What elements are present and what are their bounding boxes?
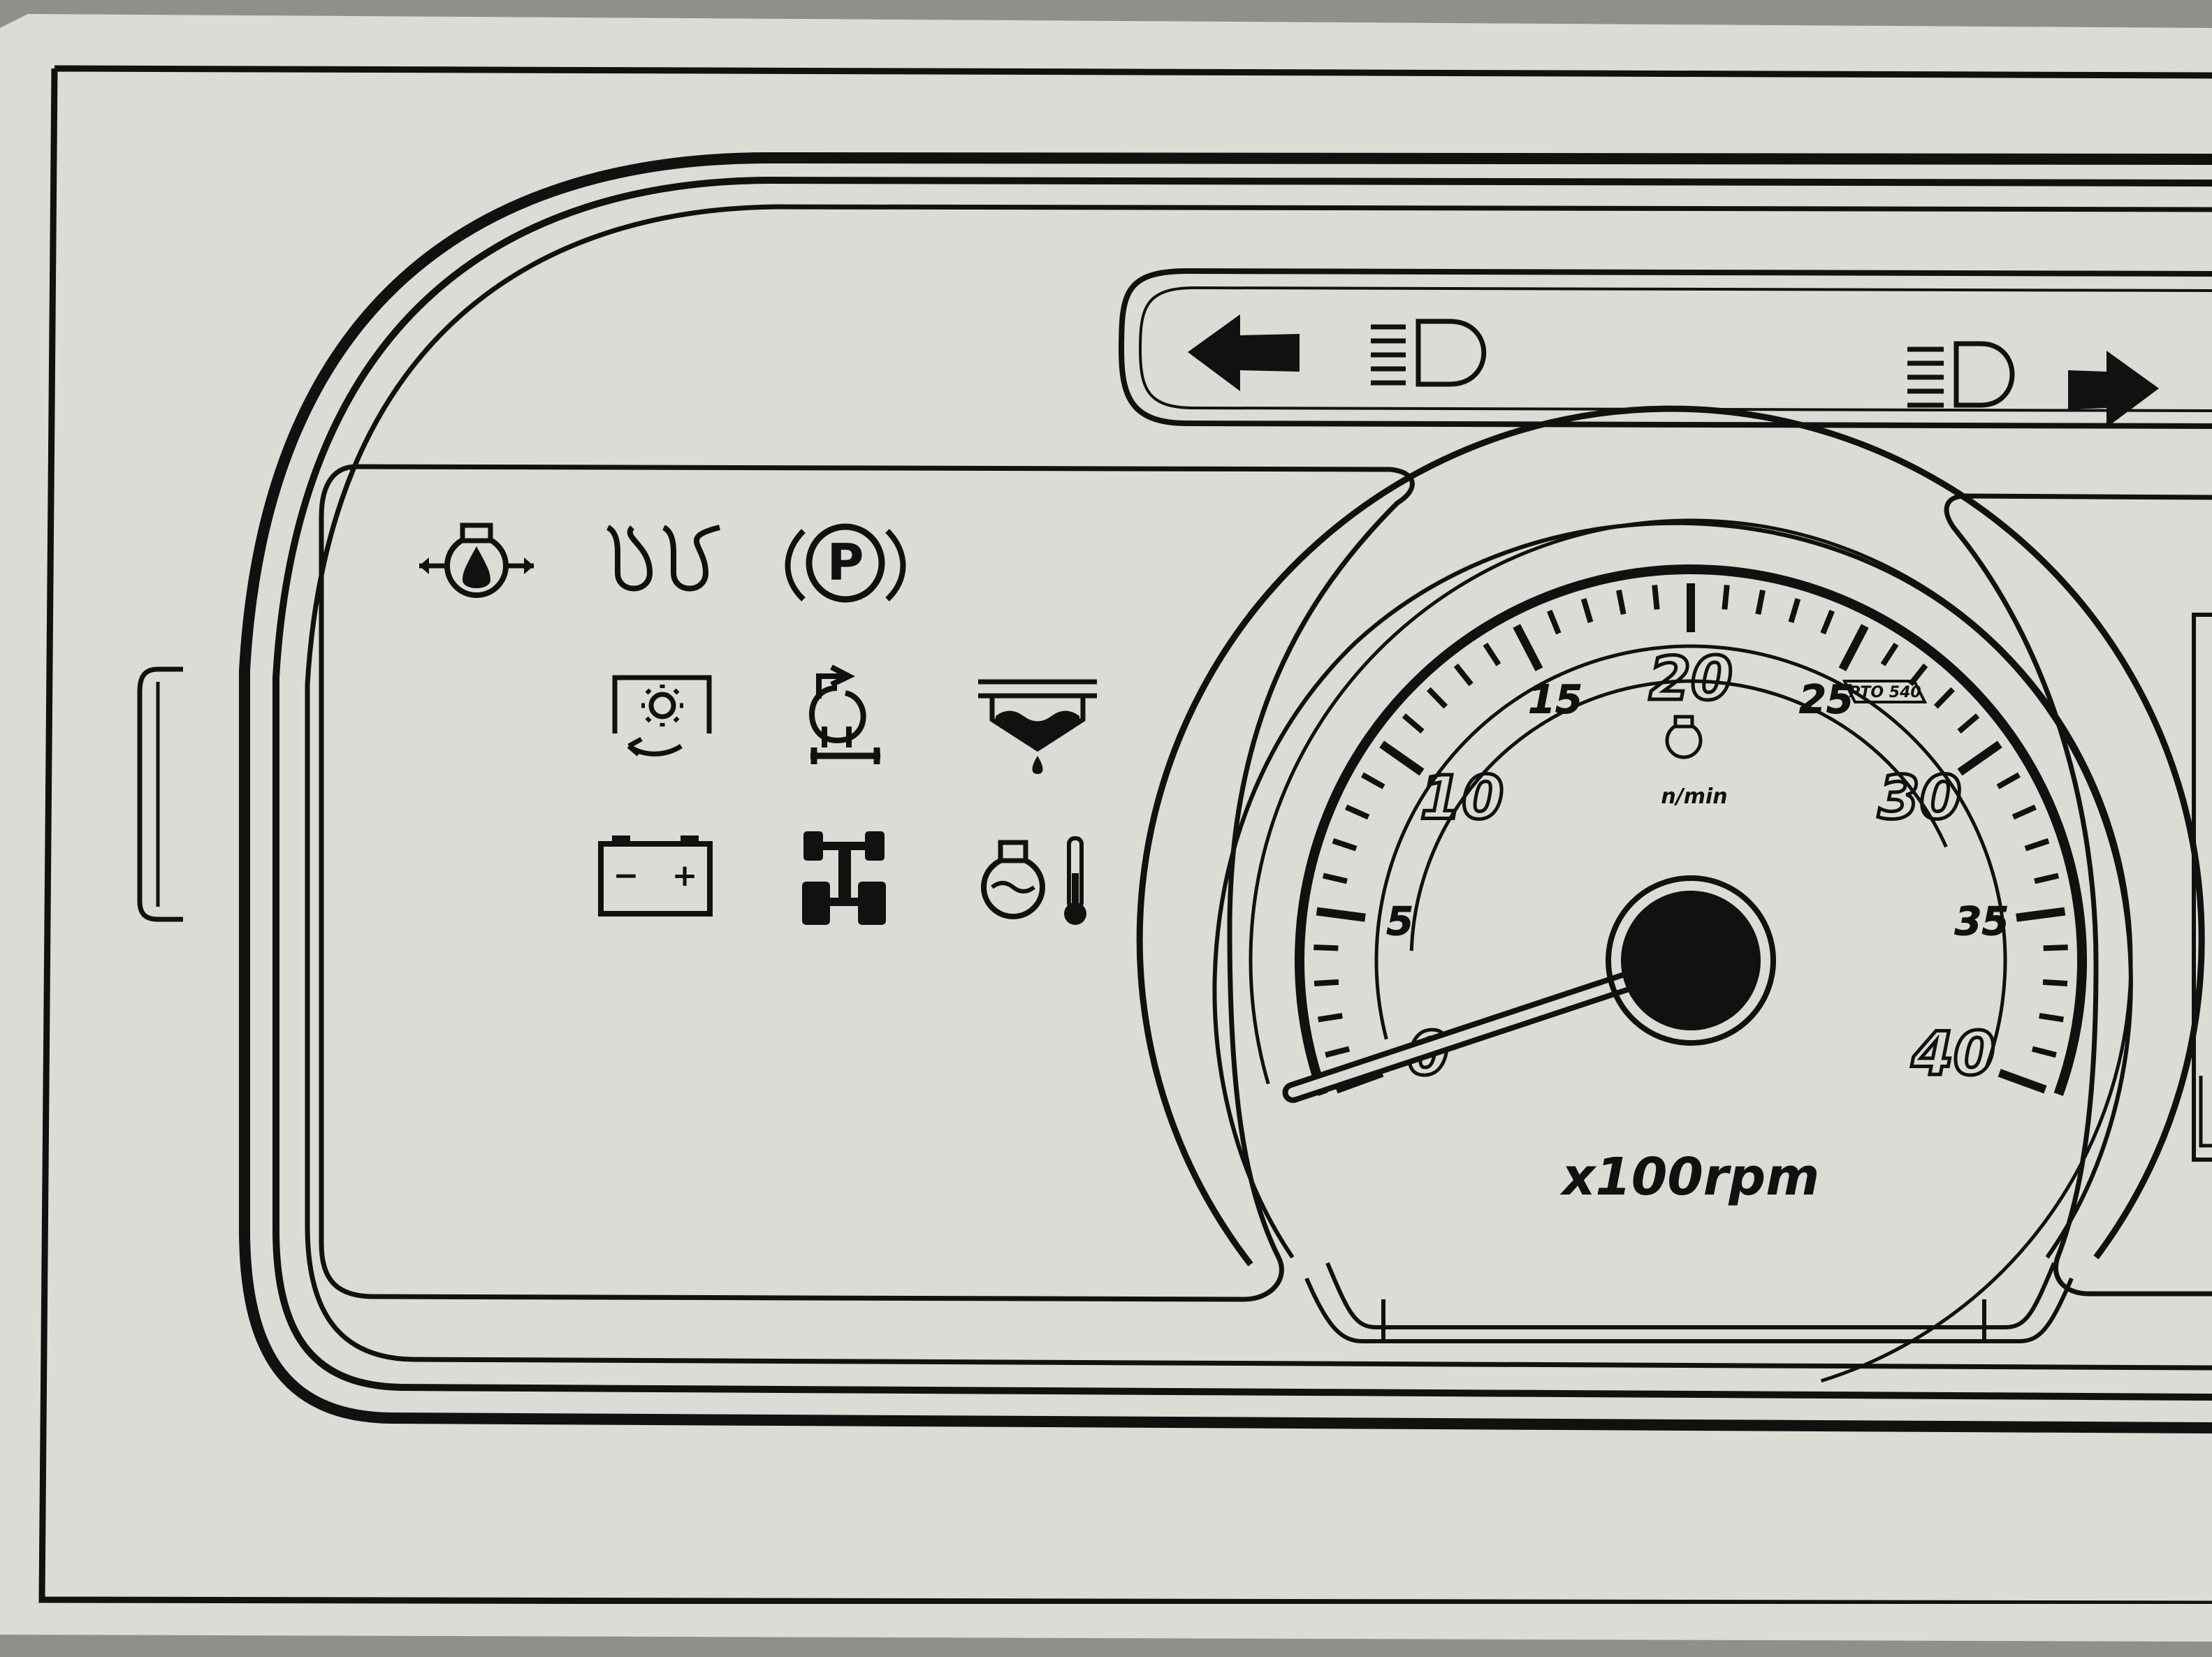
engine-oil-pressure-icon bbox=[419, 523, 534, 598]
scale-label-5: 5 bbox=[1386, 899, 1413, 944]
battery-plus: + bbox=[672, 858, 698, 893]
minor-tick bbox=[1402, 713, 1425, 734]
right-gauge-edge bbox=[2192, 613, 2212, 1162]
major-tick bbox=[1379, 740, 1425, 776]
battery-minus: − bbox=[613, 858, 639, 893]
engine-speed-icon bbox=[1665, 715, 1703, 759]
minor-tick bbox=[2039, 1013, 2064, 1023]
minor-tick bbox=[2011, 804, 2037, 820]
high-beam-right-icon bbox=[1907, 341, 2015, 408]
parking-brake-icon: P bbox=[785, 523, 906, 603]
page-frame bbox=[38, 65, 2212, 1607]
four-wheel-drive-icon bbox=[802, 831, 886, 925]
minor-tick bbox=[1880, 642, 1899, 666]
tachometer: 0510152025303540 PTO 540 n/min x100rpm bbox=[1136, 405, 2205, 1403]
battery-charge-icon: − + bbox=[598, 835, 713, 917]
turn-right-arrow-icon bbox=[2068, 351, 2159, 428]
rpm-unit-label: x100rpm bbox=[1559, 1147, 1820, 1207]
turn-left-arrow-icon bbox=[1188, 314, 1300, 391]
major-tick bbox=[1957, 740, 2002, 776]
minor-tick bbox=[1314, 944, 1339, 951]
minor-tick bbox=[1322, 873, 1348, 884]
minor-tick bbox=[1547, 609, 1562, 635]
minor-tick bbox=[1318, 1013, 1343, 1023]
minor-tick bbox=[1933, 687, 1955, 709]
needle-hub bbox=[1621, 891, 1761, 1030]
indicator-panel bbox=[319, 464, 1415, 1302]
major-tick bbox=[1316, 907, 1366, 922]
minor-tick bbox=[1788, 598, 1801, 623]
scale-label-25: 25 bbox=[1799, 677, 1854, 722]
parking-brake-letter: P bbox=[827, 533, 864, 592]
minor-tick bbox=[1427, 687, 1448, 709]
minor-tick bbox=[2024, 838, 2050, 852]
pto-label: PTO 540 bbox=[1849, 684, 1921, 701]
scale-label-40: 40 bbox=[1911, 1019, 1995, 1089]
minor-tick bbox=[1820, 609, 1835, 635]
glow-plug-icon bbox=[606, 525, 720, 592]
scale-label-35: 35 bbox=[1954, 899, 2009, 944]
dial-arc bbox=[1295, 564, 2087, 1096]
minor-tick bbox=[1722, 585, 1730, 610]
coolant-temperature-icon bbox=[981, 836, 1086, 925]
major-tick bbox=[1513, 624, 1543, 671]
minor-tick bbox=[1345, 804, 1370, 820]
major-tick bbox=[1838, 624, 1869, 671]
high-beam-left-icon bbox=[1371, 319, 1487, 387]
needle-hub-ring bbox=[1606, 875, 1776, 1046]
minor-tick bbox=[2031, 1046, 2057, 1058]
dashboard-bezel bbox=[137, 152, 2212, 1433]
minor-tick bbox=[1616, 590, 1627, 615]
rpm-sub-label: n/min bbox=[1661, 784, 1727, 809]
signal-bar bbox=[1118, 268, 2212, 429]
major-tick bbox=[1998, 1069, 2047, 1094]
minor-tick bbox=[1652, 585, 1660, 610]
minor-tick bbox=[1580, 598, 1594, 623]
minor-tick bbox=[1361, 772, 1385, 789]
pto-540-mark: PTO 540 bbox=[1842, 680, 1928, 703]
minor-tick bbox=[2034, 873, 2060, 884]
minor-tick bbox=[1957, 713, 1980, 734]
fuel-water-separator-icon bbox=[978, 679, 1097, 774]
right-panel bbox=[1944, 493, 2212, 1297]
minor-tick bbox=[1483, 642, 1501, 666]
minor-tick bbox=[1453, 663, 1474, 687]
turbo-boost-icon bbox=[809, 664, 880, 764]
minor-tick bbox=[2043, 944, 2068, 951]
minor-tick bbox=[1755, 590, 1766, 615]
minor-tick bbox=[1332, 838, 1358, 852]
scale-label-20: 20 bbox=[1649, 644, 1733, 714]
tick-marks bbox=[1314, 583, 2068, 1094]
minor-tick bbox=[1314, 979, 1339, 986]
minor-tick bbox=[1996, 772, 2021, 789]
minor-tick bbox=[1325, 1046, 1351, 1058]
major-tick bbox=[2016, 907, 2066, 922]
minor-tick bbox=[2042, 979, 2068, 986]
transmission-warning-icon bbox=[612, 675, 712, 757]
